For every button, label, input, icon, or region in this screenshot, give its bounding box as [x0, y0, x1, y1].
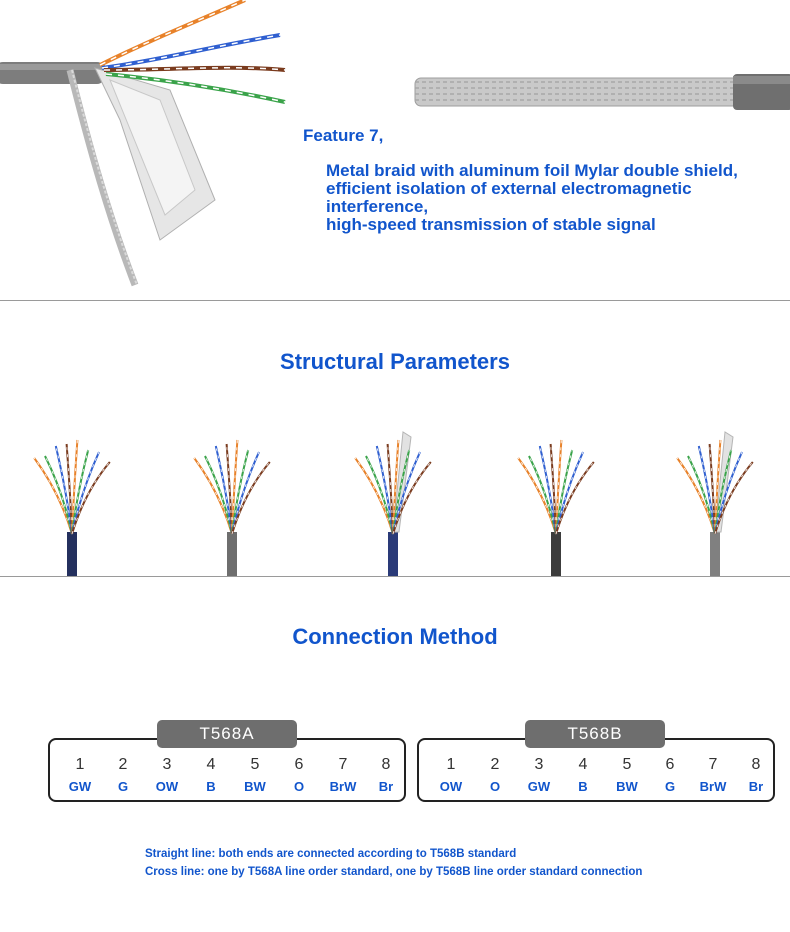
pin-color-code: O: [293, 779, 305, 794]
cable-jacket: [551, 532, 561, 577]
pin-color-code: BrW: [699, 779, 727, 794]
pin-color-code: G: [117, 779, 129, 794]
pin-number: 7: [338, 756, 348, 773]
cable-fanout-row: [33, 431, 754, 577]
cable-fanout-4: [517, 439, 595, 577]
cable-jacket: [67, 532, 77, 577]
pin-number: 5: [622, 756, 632, 773]
pin-number: 1: [446, 756, 456, 773]
cable-fanout-2: [193, 439, 271, 577]
straight-line-note: Straight line: both ends are connected a…: [145, 848, 517, 860]
pin-color-code: O: [489, 779, 501, 794]
pin-color-code: B: [206, 779, 216, 794]
connection-method-title: Connection Method: [292, 624, 498, 649]
pin-number: 7: [708, 756, 718, 773]
section-divider: [0, 300, 790, 301]
pin-color-code: BW: [616, 779, 638, 794]
wire-stripe: [392, 461, 432, 535]
pin-number: 4: [206, 756, 216, 773]
pin-color-code: G: [664, 779, 676, 794]
feature-line: efficient isolation of external electrom…: [326, 179, 692, 216]
cable-fanout-5: [676, 431, 754, 577]
braided-cable-illustration: [414, 74, 790, 110]
pin-color-code: OW: [155, 779, 179, 794]
pin-number: 1: [75, 756, 85, 773]
feature-line: high-speed transmission of stable signal: [326, 215, 656, 234]
pin-color-code: Br: [378, 779, 394, 794]
pin-color-code: OW: [439, 779, 463, 794]
feature-description: Metal braid with aluminum foil Mylar dou…: [326, 162, 746, 234]
cable-jacket: [710, 532, 720, 577]
cable-fanout-1: [33, 439, 111, 577]
shielded-cable-illustration: [0, 0, 286, 287]
wire-stripe: [71, 461, 111, 535]
wire-stripe: [555, 461, 595, 535]
pin-number: 2: [118, 756, 128, 773]
pin-color-code: B: [578, 779, 588, 794]
pin-color-code: BrW: [329, 779, 357, 794]
wire-stripe: [231, 461, 271, 535]
wire-stripe: [714, 461, 754, 535]
t568b-label: T568B: [525, 720, 665, 748]
cable-jacket: [388, 532, 398, 577]
pin-number: 5: [250, 756, 260, 773]
feature-title: Feature 7,: [303, 126, 384, 145]
pin-number: 2: [490, 756, 500, 773]
pin-color-code: BW: [244, 779, 266, 794]
pin-number: 8: [381, 756, 391, 773]
cable-fanout-3: [354, 431, 432, 577]
t568a-label: T568A: [157, 720, 297, 748]
feature-line: Metal braid with aluminum foil Mylar dou…: [326, 161, 738, 180]
pin-color-code: Br: [748, 779, 764, 794]
pin-number: 3: [534, 756, 544, 773]
section-divider: [0, 576, 790, 577]
structural-parameters-title: Structural Parameters: [280, 349, 510, 374]
cable-jacket: [227, 532, 237, 577]
pin-number: 4: [578, 756, 588, 773]
cross-line-note: Cross line: one by T568A line order stan…: [145, 866, 643, 878]
pin-number: 6: [665, 756, 675, 773]
pin-number: 8: [751, 756, 761, 773]
pin-number: 6: [294, 756, 304, 773]
pin-color-code: GW: [68, 779, 92, 794]
pin-color-code: GW: [527, 779, 551, 794]
pin-number: 3: [162, 756, 172, 773]
